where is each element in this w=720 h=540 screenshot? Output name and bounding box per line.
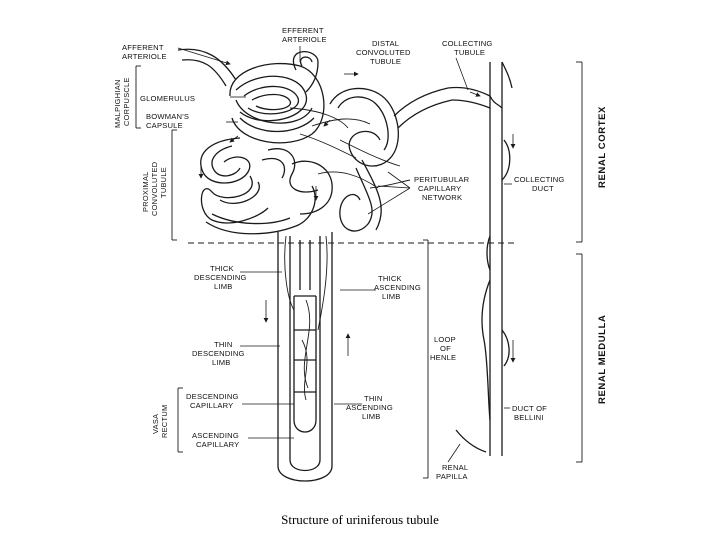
label-renal-medulla: RENAL MEDULLA [597,315,608,404]
efferent-arteriole [292,51,319,93]
renal-cortex-bracket [576,61,583,243]
proximal-bracket [171,129,177,241]
svg-text:HENLE: HENLE [430,353,456,362]
svg-text:DESCENDING: DESCENDING [194,273,247,282]
peritubular-capillary-network [289,107,411,189]
label-renal-cortex: RENAL CORTEX [597,106,608,188]
flow-arrows [198,71,516,363]
distal-convoluted-tubule [329,87,453,232]
svg-text:CORPUSCLE: CORPUSCLE [122,77,131,126]
label-glomerulus: GLOMERULUS [140,94,195,103]
region-labels: RENAL CORTEX RENAL MEDULLA [597,106,608,404]
label-collecting-tubule: COLLECTING [442,39,493,48]
label-thick-descending-limb: THICK [210,264,234,273]
svg-text:CAPILLARY: CAPILLARY [418,184,461,193]
label-proximal-convoluted-tubule: PROXIMAL [141,171,150,212]
diagram-labels: EFFERENT ARTERIOLE AFFERENT ARTERIOLE DI… [122,26,565,481]
svg-text:TUBULE: TUBULE [370,57,401,66]
svg-text:TUBULE: TUBULE [159,167,168,198]
renal-papilla [455,429,487,453]
label-afferent-arteriole: AFFERENT [122,43,164,52]
svg-text:NETWORK: NETWORK [422,193,462,202]
svg-text:BELLINI: BELLINI [514,413,544,422]
label-thin-descending-limb: THIN [214,340,233,349]
afferent-arteriole [177,48,237,87]
svg-text:TUBULE: TUBULE [454,48,485,57]
glomerulus [235,75,315,133]
svg-text:CAPILLARY: CAPILLARY [196,440,239,449]
figure-caption: Structure of uriniferous tubule [281,512,439,527]
vasa-recta-bracket [177,387,183,453]
label-descending-capillary: DESCENDING [186,392,239,401]
svg-text:LIMB: LIMB [382,292,401,301]
svg-text:CONVOLUTED: CONVOLUTED [356,48,411,57]
label-peritubular-capillary: PERITUBULAR [414,175,470,184]
label-collecting-duct: COLLECTING [514,175,565,184]
label-distal-convoluted-tubule: DISTAL [372,39,399,48]
label-renal-papilla: RENAL [442,463,468,472]
loop-of-henle-bracket [423,239,429,479]
label-thin-ascending-limb: THIN [364,394,383,403]
svg-text:ARTERIOLE: ARTERIOLE [122,52,167,61]
svg-text:PAPILLA: PAPILLA [436,472,468,481]
collecting-duct [481,61,513,456]
vasa-recta-vessels [284,235,328,401]
label-thick-ascending-limb: THICK [378,274,402,283]
svg-text:OF: OF [440,344,451,353]
svg-text:LIMB: LIMB [362,412,381,421]
svg-text:LIMB: LIMB [212,358,231,367]
label-malpighian-corpuscle: MALPIGHIAN [113,79,122,128]
proximal-convoluted-tubule [200,137,333,235]
svg-text:CONVOLUTED: CONVOLUTED [150,162,159,216]
label-loop-of-henle: LOOP [434,335,456,344]
bowmans-capsule [229,62,325,144]
leader-lines [226,96,512,463]
svg-text:CAPILLARY: CAPILLARY [190,401,233,410]
svg-text:DUCT: DUCT [532,184,554,193]
svg-text:CAPSULE: CAPSULE [146,121,183,130]
svg-text:ASCENDING: ASCENDING [346,403,393,412]
svg-text:LIMB: LIMB [214,282,233,291]
label-duct-of-bellini: DUCT OF [512,404,547,413]
label-bowmans-capsule: BOWMAN'S [146,112,189,121]
svg-text:ARTERIOLE: ARTERIOLE [282,35,327,44]
renal-medulla-bracket [576,253,583,463]
malpighian-bracket [135,65,141,129]
label-vasa-rectum: VASA [151,414,160,434]
svg-text:RECTUM: RECTUM [160,405,169,438]
label-ascending-capillary: ASCENDING [192,431,239,440]
collecting-tubule [447,86,491,109]
label-efferent-arteriole: EFFERENT [282,26,324,35]
svg-text:DESCENDING: DESCENDING [192,349,245,358]
svg-text:ASCENDING: ASCENDING [374,283,421,292]
side-labels: MALPIGHIAN CORPUSCLE PROXIMAL CONVOLUTED… [113,77,169,438]
loop-of-henle [277,232,333,482]
